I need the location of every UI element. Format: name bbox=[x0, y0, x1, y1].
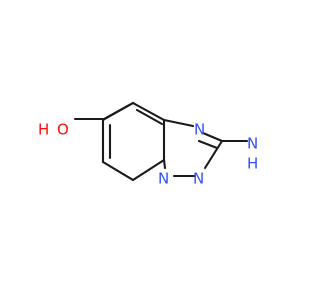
bond-c7-c8-double bbox=[135, 108, 164, 126]
bond-n4-c8a bbox=[162, 158, 167, 170]
bond-c2-n3 bbox=[203, 139, 224, 170]
atom-label-n-ring-bottom: N bbox=[193, 170, 204, 188]
structure-canvas: H O N N N N H bbox=[38, 101, 259, 188]
bond-n1-c2 bbox=[201, 131, 224, 143]
atom-label-hydroxyl-o: O bbox=[57, 121, 69, 139]
bond-c8-n1 bbox=[162, 118, 195, 128]
atom-label-amine-n: N bbox=[247, 135, 258, 153]
bond-c8a-n4 bbox=[131, 158, 166, 182]
atom-label-hydroxyl-h: H bbox=[38, 121, 49, 139]
bond-n4-c5 bbox=[101, 160, 135, 182]
atom-label-amine-h: H bbox=[247, 155, 258, 173]
molecule-diagram: H O N N N N H bbox=[38, 101, 258, 188]
bond-c6-c7 bbox=[101, 101, 135, 122]
bond-c7-c8 bbox=[131, 101, 166, 122]
atom-label-n-ring-top: N bbox=[194, 121, 205, 139]
bond-n1-c2-double bbox=[197, 139, 219, 150]
bond-layer bbox=[73, 101, 249, 182]
atom-label-n-bridge: N bbox=[158, 170, 169, 188]
